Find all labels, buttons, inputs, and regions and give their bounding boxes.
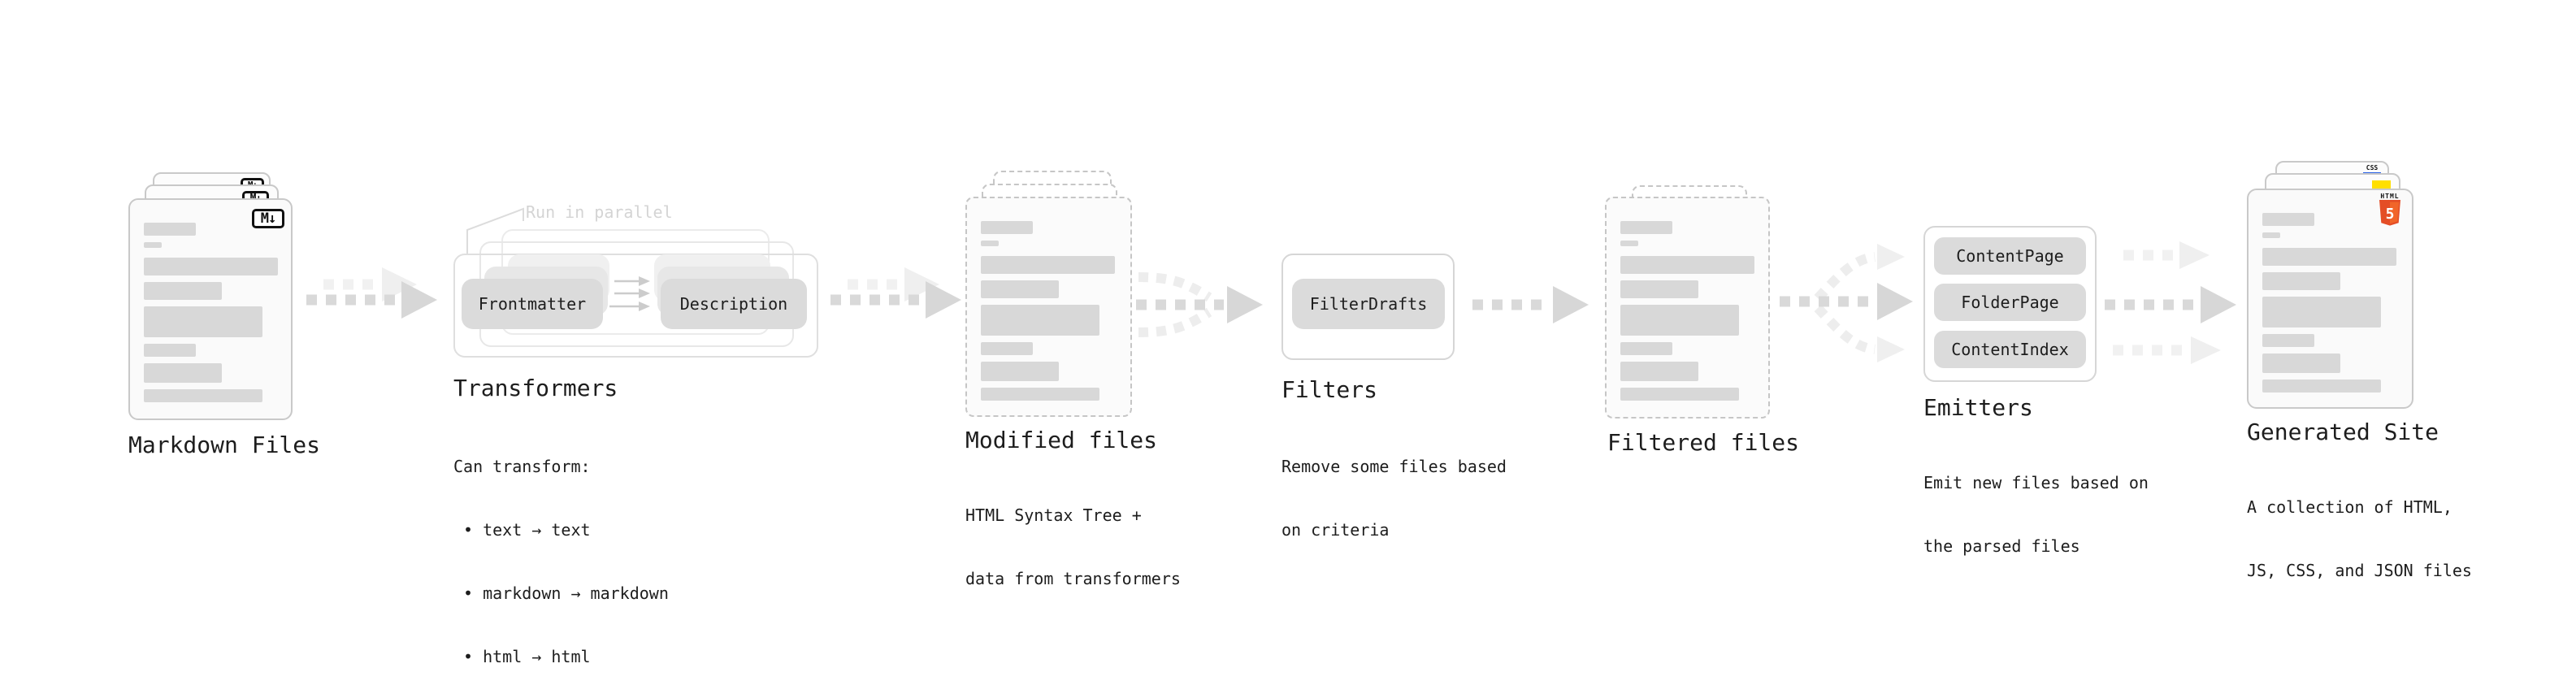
markdown-file-card: M↓ [128,198,293,420]
arrow-filtered-to-emitters [1780,244,1913,362]
document-placeholder-lines [981,221,1115,401]
chip-contentindex: ContentIndex [1934,331,2086,368]
chip-contentpage-label: ContentPage [1956,246,2064,266]
chip-description-label: Description [679,294,788,314]
document-placeholder-lines [144,223,278,402]
generated-subtitle-line-2: JS, CSS, and JSON files [2247,561,2472,580]
chip-description: Description [661,279,807,329]
html5-icon-word: HTML [2380,193,2400,200]
modified-subtitle-line-2: data from transformers [965,569,1181,588]
document-placeholder-lines [1620,221,1754,401]
generated-html-file-card: HTML 5 [2247,189,2413,409]
arrow-transformers-to-modified [830,267,961,319]
chip-folderpage-label: FolderPage [1961,293,2059,312]
transformers-description: Can transform: • text → text • markdown … [453,414,669,681]
transformers-subtitle: Can transform: [453,457,591,476]
stage-label-filters: Filters [1281,376,1378,403]
transformer-run-box-front [453,254,818,358]
arrow-filters-to-filtered [1472,286,1589,323]
generated-site-description: A collection of HTML, JS, CSS, and JSON … [2247,454,2472,623]
chip-frontmatter: Frontmatter [462,279,603,329]
stage-label-generated-site: Generated Site [2247,419,2439,445]
chip-contentindex-label: ContentIndex [1951,340,2069,359]
modified-subtitle-line-1: HTML Syntax Tree + [965,505,1142,525]
stage-label-transformers: Transformers [453,375,618,401]
transformers-bullet-1: • text → text [463,520,591,540]
arrow-modified-to-filters [1136,272,1263,337]
emitters-subtitle-line-1: Emit new files based on [1923,473,2149,492]
html5-shield: 5 [2379,200,2400,226]
arrow-markdown-to-transformers [306,267,437,319]
transformers-bullet-2: • markdown → markdown [463,583,669,603]
stage-label-emitters: Emitters [1923,394,2033,421]
modified-file-card [965,197,1132,417]
stage-label-markdown-files: Markdown Files [128,432,321,458]
emitters-description: Emit new files based on the parsed files [1923,430,2149,599]
transformers-bullet-3: • html → html [463,647,591,666]
emitters-subtitle-line-2: the parsed files [1923,536,2080,556]
chip-filterdrafts: FilterDrafts [1292,279,1445,329]
chip-frontmatter-label: Frontmatter [478,294,587,314]
filters-subtitle-line-2: on criteria [1281,520,1390,540]
css-icon-label: CSS [2366,164,2379,171]
html5-icon: HTML 5 [2378,193,2402,231]
chip-folderpage: FolderPage [1934,284,2086,321]
chip-contentpage: ContentPage [1934,237,2086,275]
stage-label-filtered-files: Filtered files [1607,429,1800,456]
filtered-file-card [1605,197,1770,419]
document-placeholder-lines [2262,213,2396,393]
html5-number: 5 [2386,206,2395,223]
filters-description: Remove some files based on criteria [1281,414,1507,583]
generated-subtitle-line-1: A collection of HTML, [2247,497,2452,517]
arrow-emitters-to-generated [2105,241,2236,364]
run-in-parallel-note: Run in parallel [526,202,673,222]
chip-filterdrafts-label: FilterDrafts [1309,294,1428,314]
markdown-icon: M↓ [252,209,284,228]
filters-subtitle-line-1: Remove some files based [1281,457,1507,476]
js-file-icon [2372,180,2391,189]
modified-files-description: HTML Syntax Tree + data from transformer… [965,462,1181,631]
stage-label-modified-files: Modified files [965,427,1158,453]
